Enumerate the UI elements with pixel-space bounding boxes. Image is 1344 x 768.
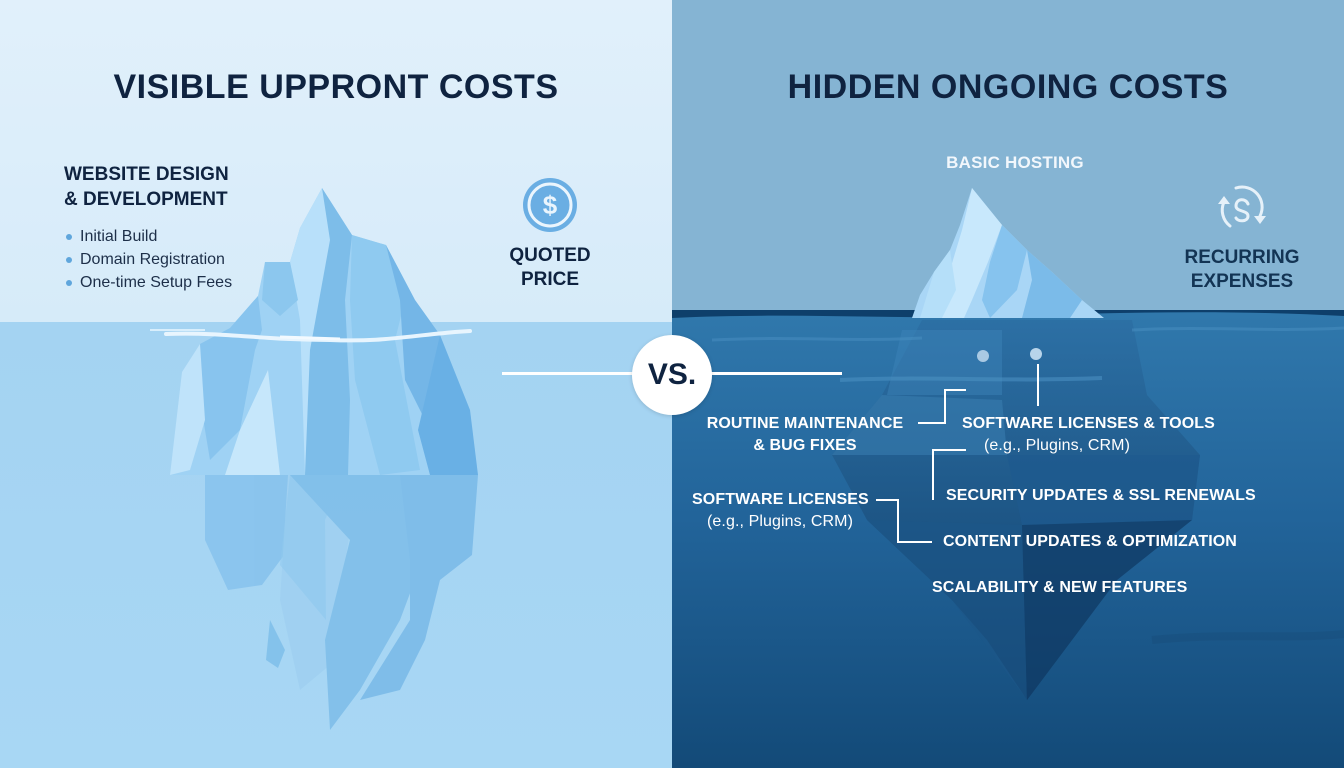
hidden-iceberg-illustration xyxy=(672,0,1344,768)
vs-divider-line-right xyxy=(708,372,842,375)
dollar-coin-icon: $ xyxy=(523,178,577,232)
vs-badge: VS. xyxy=(632,335,712,415)
svg-text:$: $ xyxy=(543,190,558,220)
routine-maintenance-label: ROUTINE MAINTENANCE & BUG FIXES xyxy=(706,415,904,454)
visible-iceberg-illustration xyxy=(0,0,672,768)
security-updates-label: SECURITY UPDATES & SSL RENEWALS xyxy=(946,487,1256,504)
bullet-icon xyxy=(66,256,72,263)
quoted-price-badge: $ QUOTED PRICE xyxy=(496,176,604,292)
scalability-label: SCALABILITY & NEW FEATURES xyxy=(932,579,1188,596)
bullet-icon xyxy=(66,233,72,240)
content-updates-label: CONTENT UPDATES & OPTIMIZATION xyxy=(943,533,1237,550)
software-licenses-tools-label: SOFTWARE LICENSES & TOOLS (e.g., Plugins… xyxy=(962,415,1215,454)
list-item: Initial Build xyxy=(66,225,232,248)
visible-costs-title: VISIBLE UPPRONT COSTS xyxy=(113,68,559,106)
basic-hosting-label: BASIC HOSTING xyxy=(946,153,1084,172)
list-item: Domain Registration xyxy=(66,248,232,271)
upfront-costs-list: Initial Build Domain Registration One-ti… xyxy=(66,225,232,294)
recurring-expenses-badge: RECURRING EXPENSES xyxy=(1162,182,1322,294)
vs-divider-line-left xyxy=(502,372,636,375)
recurring-cycle-icon xyxy=(1218,185,1266,228)
hidden-costs-title: HIDDEN ONGOING COSTS xyxy=(787,68,1229,106)
list-item: One-time Setup Fees xyxy=(66,271,232,294)
software-licenses-label: SOFTWARE LICENSES (e.g., Plugins, CRM) xyxy=(692,491,869,530)
visible-costs-panel: VISIBLE UPPRONT COSTS WEBSITE DESIGN & D… xyxy=(0,0,672,768)
bullet-icon xyxy=(66,279,72,286)
design-development-heading: WEBSITE DESIGN & DEVELOPMENT xyxy=(64,164,229,210)
hidden-costs-panel: HIDDEN ONGOING COSTS BASIC HOSTING RECUR… xyxy=(672,0,1344,768)
